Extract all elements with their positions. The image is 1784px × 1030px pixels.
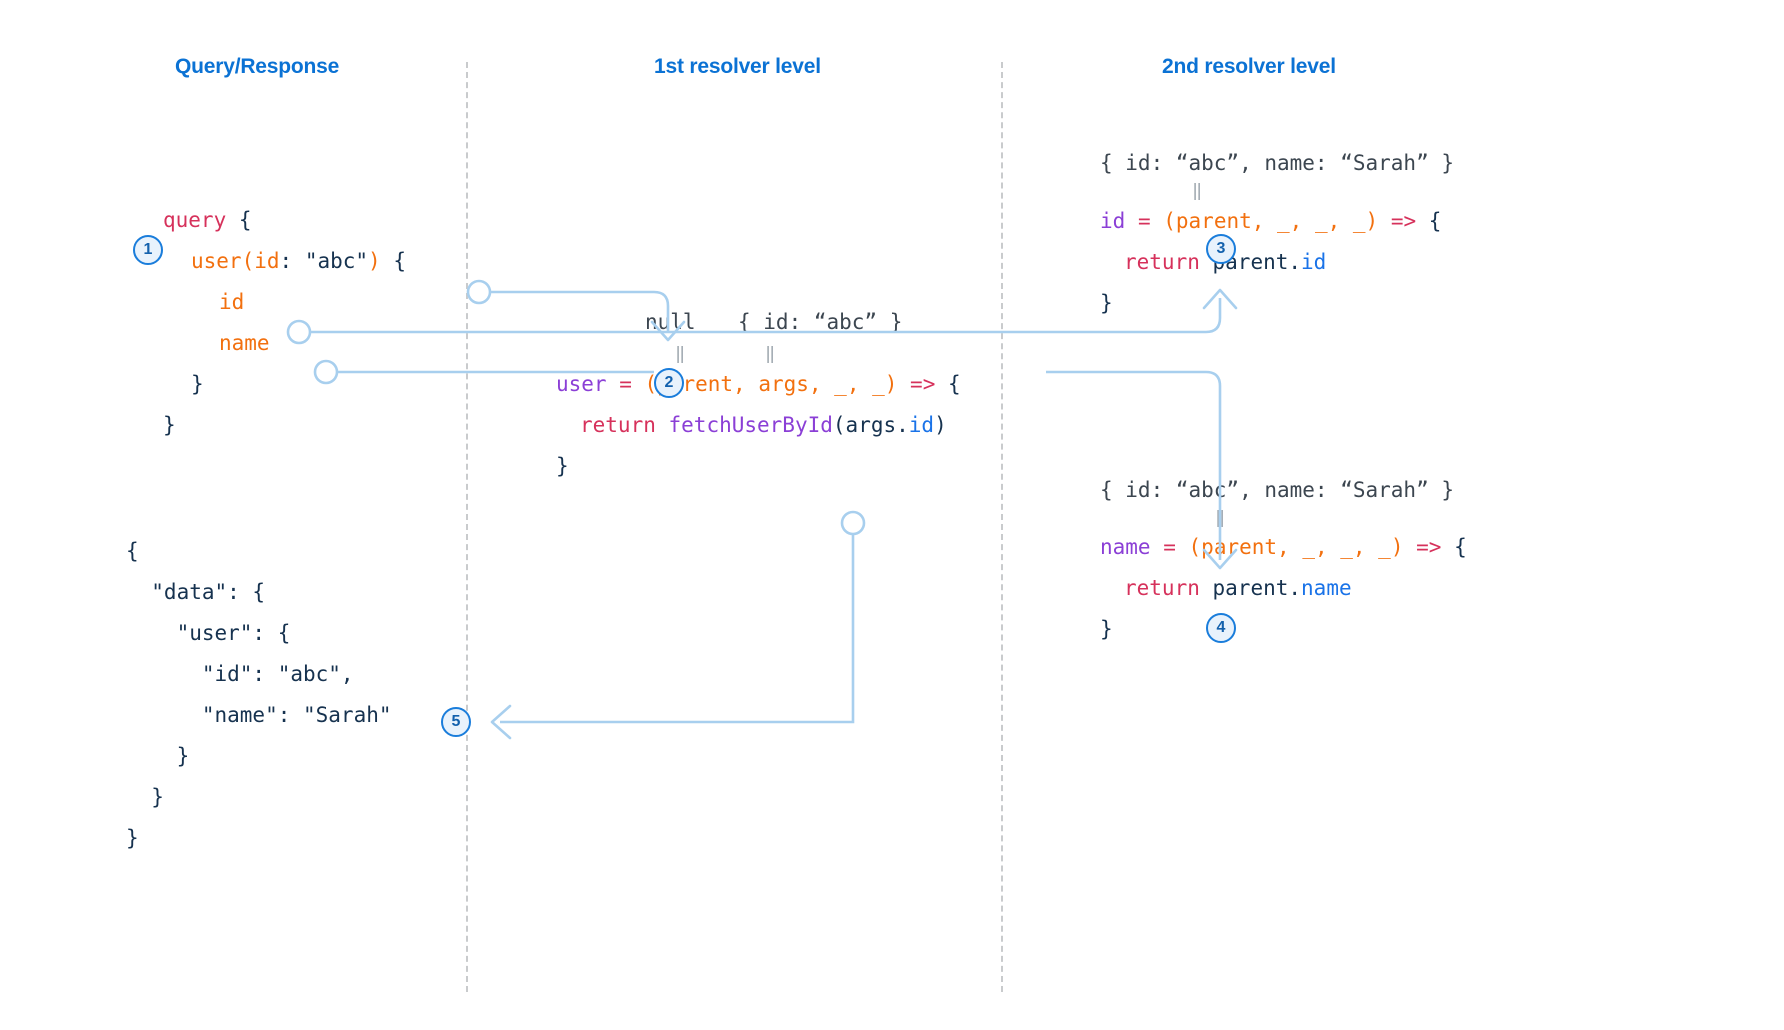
resolver-name-param-parent: parent — [1201, 535, 1278, 559]
response-line-8: } — [126, 826, 139, 850]
response-line-1: { — [126, 539, 139, 563]
resolver-name-equals: = — [1150, 535, 1189, 559]
response-line-7: } — [126, 785, 164, 809]
resolver-id-params-rest: , _, _, _ — [1251, 209, 1366, 233]
resolver-name-close-brace: } — [1100, 617, 1113, 641]
query-field-id: id — [219, 290, 245, 314]
resolver-user-call-prop: id — [908, 413, 935, 437]
resolver-name-open-brace: { — [1454, 535, 1467, 559]
query-paren-close: ) — [368, 249, 381, 273]
query-field-user: user — [191, 249, 242, 273]
resolver-user-close-brace: } — [556, 454, 569, 478]
step-badge-5[interactable]: 5 — [441, 707, 471, 737]
response-line-3: "user": { — [126, 621, 291, 645]
query-arg-value: "abc" — [304, 249, 369, 273]
port-resolver1-return — [840, 510, 866, 536]
resolver-user-parent-value: null — [645, 310, 696, 334]
column-header-query-response: Query/Response — [175, 55, 340, 78]
response-line-6: } — [126, 744, 190, 768]
resolver-user-call-obj: args — [845, 413, 897, 437]
resolver-user-paren-close: ) — [884, 372, 898, 396]
arrowhead-into-response — [490, 704, 512, 740]
resolver-user-return-keyword: return — [580, 413, 656, 437]
graphql-query-block: query { user(id: "abc") { id name } } — [163, 200, 406, 446]
wire-resolver1-to-response — [500, 534, 855, 724]
resolver-name-name: name — [1100, 535, 1151, 559]
query-user-close-brace: } — [191, 372, 204, 396]
step-badge-4[interactable]: 4 — [1206, 613, 1236, 643]
query-arg-name: id — [254, 249, 280, 273]
column-header-first-resolver: 1st resolver level — [654, 55, 821, 78]
query-user-open-brace: { — [380, 249, 406, 273]
resolver-id-equals: = — [1125, 209, 1164, 233]
resolver-id-arrow: => — [1378, 209, 1429, 233]
resolver-id-parent-value: { id: “abc”, name: “Sarah” } — [1100, 151, 1455, 175]
resolver-name-paren-close: ) — [1390, 535, 1404, 559]
equality-mark-id-parent: ‖ — [1192, 181, 1203, 201]
resolver-id-param-parent: parent — [1175, 209, 1252, 233]
resolver-id-close-brace: } — [1100, 291, 1113, 315]
resolver-user-call-fn: fetchUserById — [668, 413, 833, 437]
query-field-name: name — [219, 331, 270, 355]
resolver-user-block: user = (parent, args, _, _) => { return … — [556, 364, 961, 487]
equality-mark-parent-null: ‖ — [675, 344, 686, 364]
step-badge-3[interactable]: 3 — [1206, 234, 1236, 264]
resolver-name-block: name = (parent, _, _, _) => { return par… — [1100, 527, 1467, 650]
resolver-user-arrow: => — [897, 372, 948, 396]
resolver-id-return-dot: . — [1288, 250, 1302, 274]
equality-mark-name-parent: ‖ — [1215, 508, 1226, 528]
resolver-id-return-prop: id — [1301, 250, 1327, 274]
column-divider-right — [1001, 62, 1003, 992]
resolver-user-name: user — [556, 372, 607, 396]
step-badge-2[interactable]: 2 — [654, 368, 684, 398]
equality-mark-args: ‖ — [765, 344, 776, 364]
resolver-id-name: id — [1100, 209, 1126, 233]
resolver-user-call-close: ) — [934, 413, 947, 437]
resolver-id-open-brace: { — [1428, 209, 1442, 233]
resolver-id-paren-close: ) — [1365, 209, 1379, 233]
resolver-name-parent-value: { id: “abc”, name: “Sarah” } — [1100, 478, 1455, 502]
resolver-user-equals: = — [606, 372, 645, 396]
resolver-user-call-open: ( — [832, 413, 846, 437]
query-open-brace: { — [226, 208, 252, 232]
wire-user-to-resolver1 — [490, 290, 670, 332]
resolver-id-paren-open: ( — [1163, 209, 1176, 233]
resolver-name-paren-open: ( — [1188, 535, 1202, 559]
column-divider-left — [466, 62, 468, 992]
response-line-5: "name": "Sarah" — [126, 703, 392, 727]
query-keyword: query — [163, 208, 227, 232]
query-arg-colon: : — [279, 249, 305, 273]
query-paren-open: ( — [241, 249, 255, 273]
resolver-name-return-obj: parent — [1212, 576, 1289, 600]
column-header-second-resolver: 2nd resolver level — [1162, 55, 1336, 78]
port-user-field — [466, 279, 492, 305]
resolver-name-return-keyword: return — [1124, 576, 1200, 600]
resolver-name-return-prop: name — [1301, 576, 1352, 600]
resolver-user-params: parent, args, _, _ — [657, 372, 885, 396]
resolver-name-params-rest: , _, _, _ — [1277, 535, 1391, 559]
step-badge-1[interactable]: 1 — [133, 235, 163, 265]
resolver-id-return-keyword: return — [1124, 250, 1200, 274]
resolver-id-block: id = (parent, _, _, _) => { return paren… — [1100, 201, 1441, 324]
resolver-user-call-dot: . — [896, 413, 909, 437]
resolver-user-open-brace: { — [947, 372, 961, 396]
response-line-2: "data": { — [126, 580, 266, 604]
resolver-user-args-value: { id: “abc” } — [738, 310, 903, 334]
response-line-4: "id": "abc", — [126, 662, 354, 686]
json-response-block: { "data": { "user": { "id": "abc", "name… — [126, 531, 392, 859]
query-close-brace: } — [163, 413, 176, 437]
resolver-name-return-dot: . — [1288, 576, 1302, 600]
resolver-name-arrow: => — [1403, 535, 1455, 559]
